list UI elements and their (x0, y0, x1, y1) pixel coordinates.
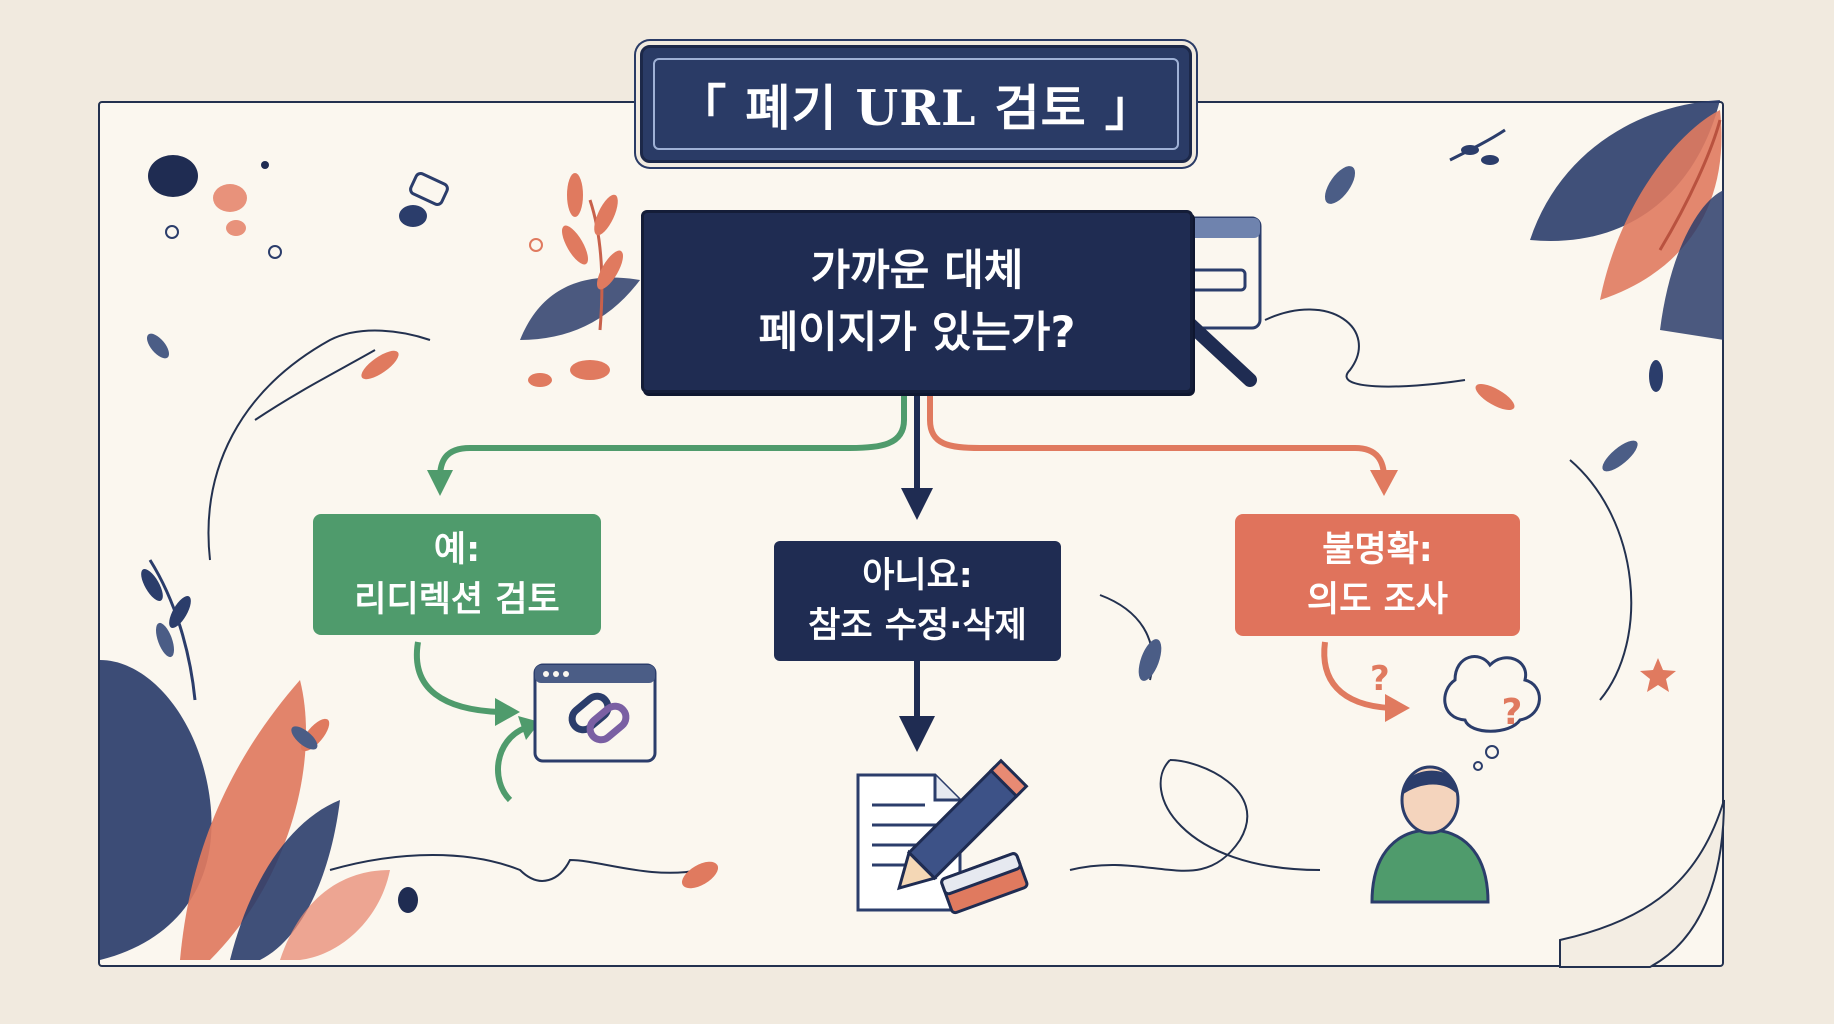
question-line-2: 페이지가 있는가? (758, 307, 1076, 358)
svg-text:?: ? (1502, 692, 1523, 733)
connector-arrows (413, 392, 1410, 803)
star-icon (1640, 658, 1676, 692)
foliage-top-center (520, 173, 640, 387)
decorative-curves (207, 308, 1633, 882)
blobs-top-left (146, 155, 449, 359)
unclear-branch-box: 불명확: 의도 조사 (1235, 514, 1520, 636)
page-title: 「 폐기 URL 검토 」 (677, 78, 1155, 137)
decision-question-box: 가까운 대체 페이지가 있는가? (641, 210, 1193, 393)
question-line-1: 가까운 대체 (810, 245, 1024, 296)
yes-label: 예: (433, 529, 481, 570)
foliage-bottom-left (100, 350, 1515, 960)
title-banner-frame (653, 58, 1179, 150)
no-branch-box: 아니요: 참조 수정·삭제 (774, 541, 1061, 661)
title-banner: 「 폐기 URL 검토 」 (640, 45, 1192, 163)
no-action: 참조 수정·삭제 (808, 606, 1027, 646)
no-label: 아니요: (862, 556, 973, 596)
person-thinking-icon: ? ? (1370, 655, 1541, 904)
unclear-label: 불명확: (1322, 530, 1433, 570)
document-pencil-eraser-icon (856, 758, 1029, 915)
browser-link-icon (533, 663, 657, 763)
foliage-top-right (1324, 100, 1724, 472)
paper-curl (1559, 799, 1725, 968)
unclear-action: 의도 조사 (1307, 580, 1448, 620)
yes-branch-box: 예: 리디렉션 검토 (313, 514, 601, 635)
yes-action: 리디렉션 검토 (354, 579, 560, 620)
svg-text:?: ? (1370, 659, 1390, 699)
